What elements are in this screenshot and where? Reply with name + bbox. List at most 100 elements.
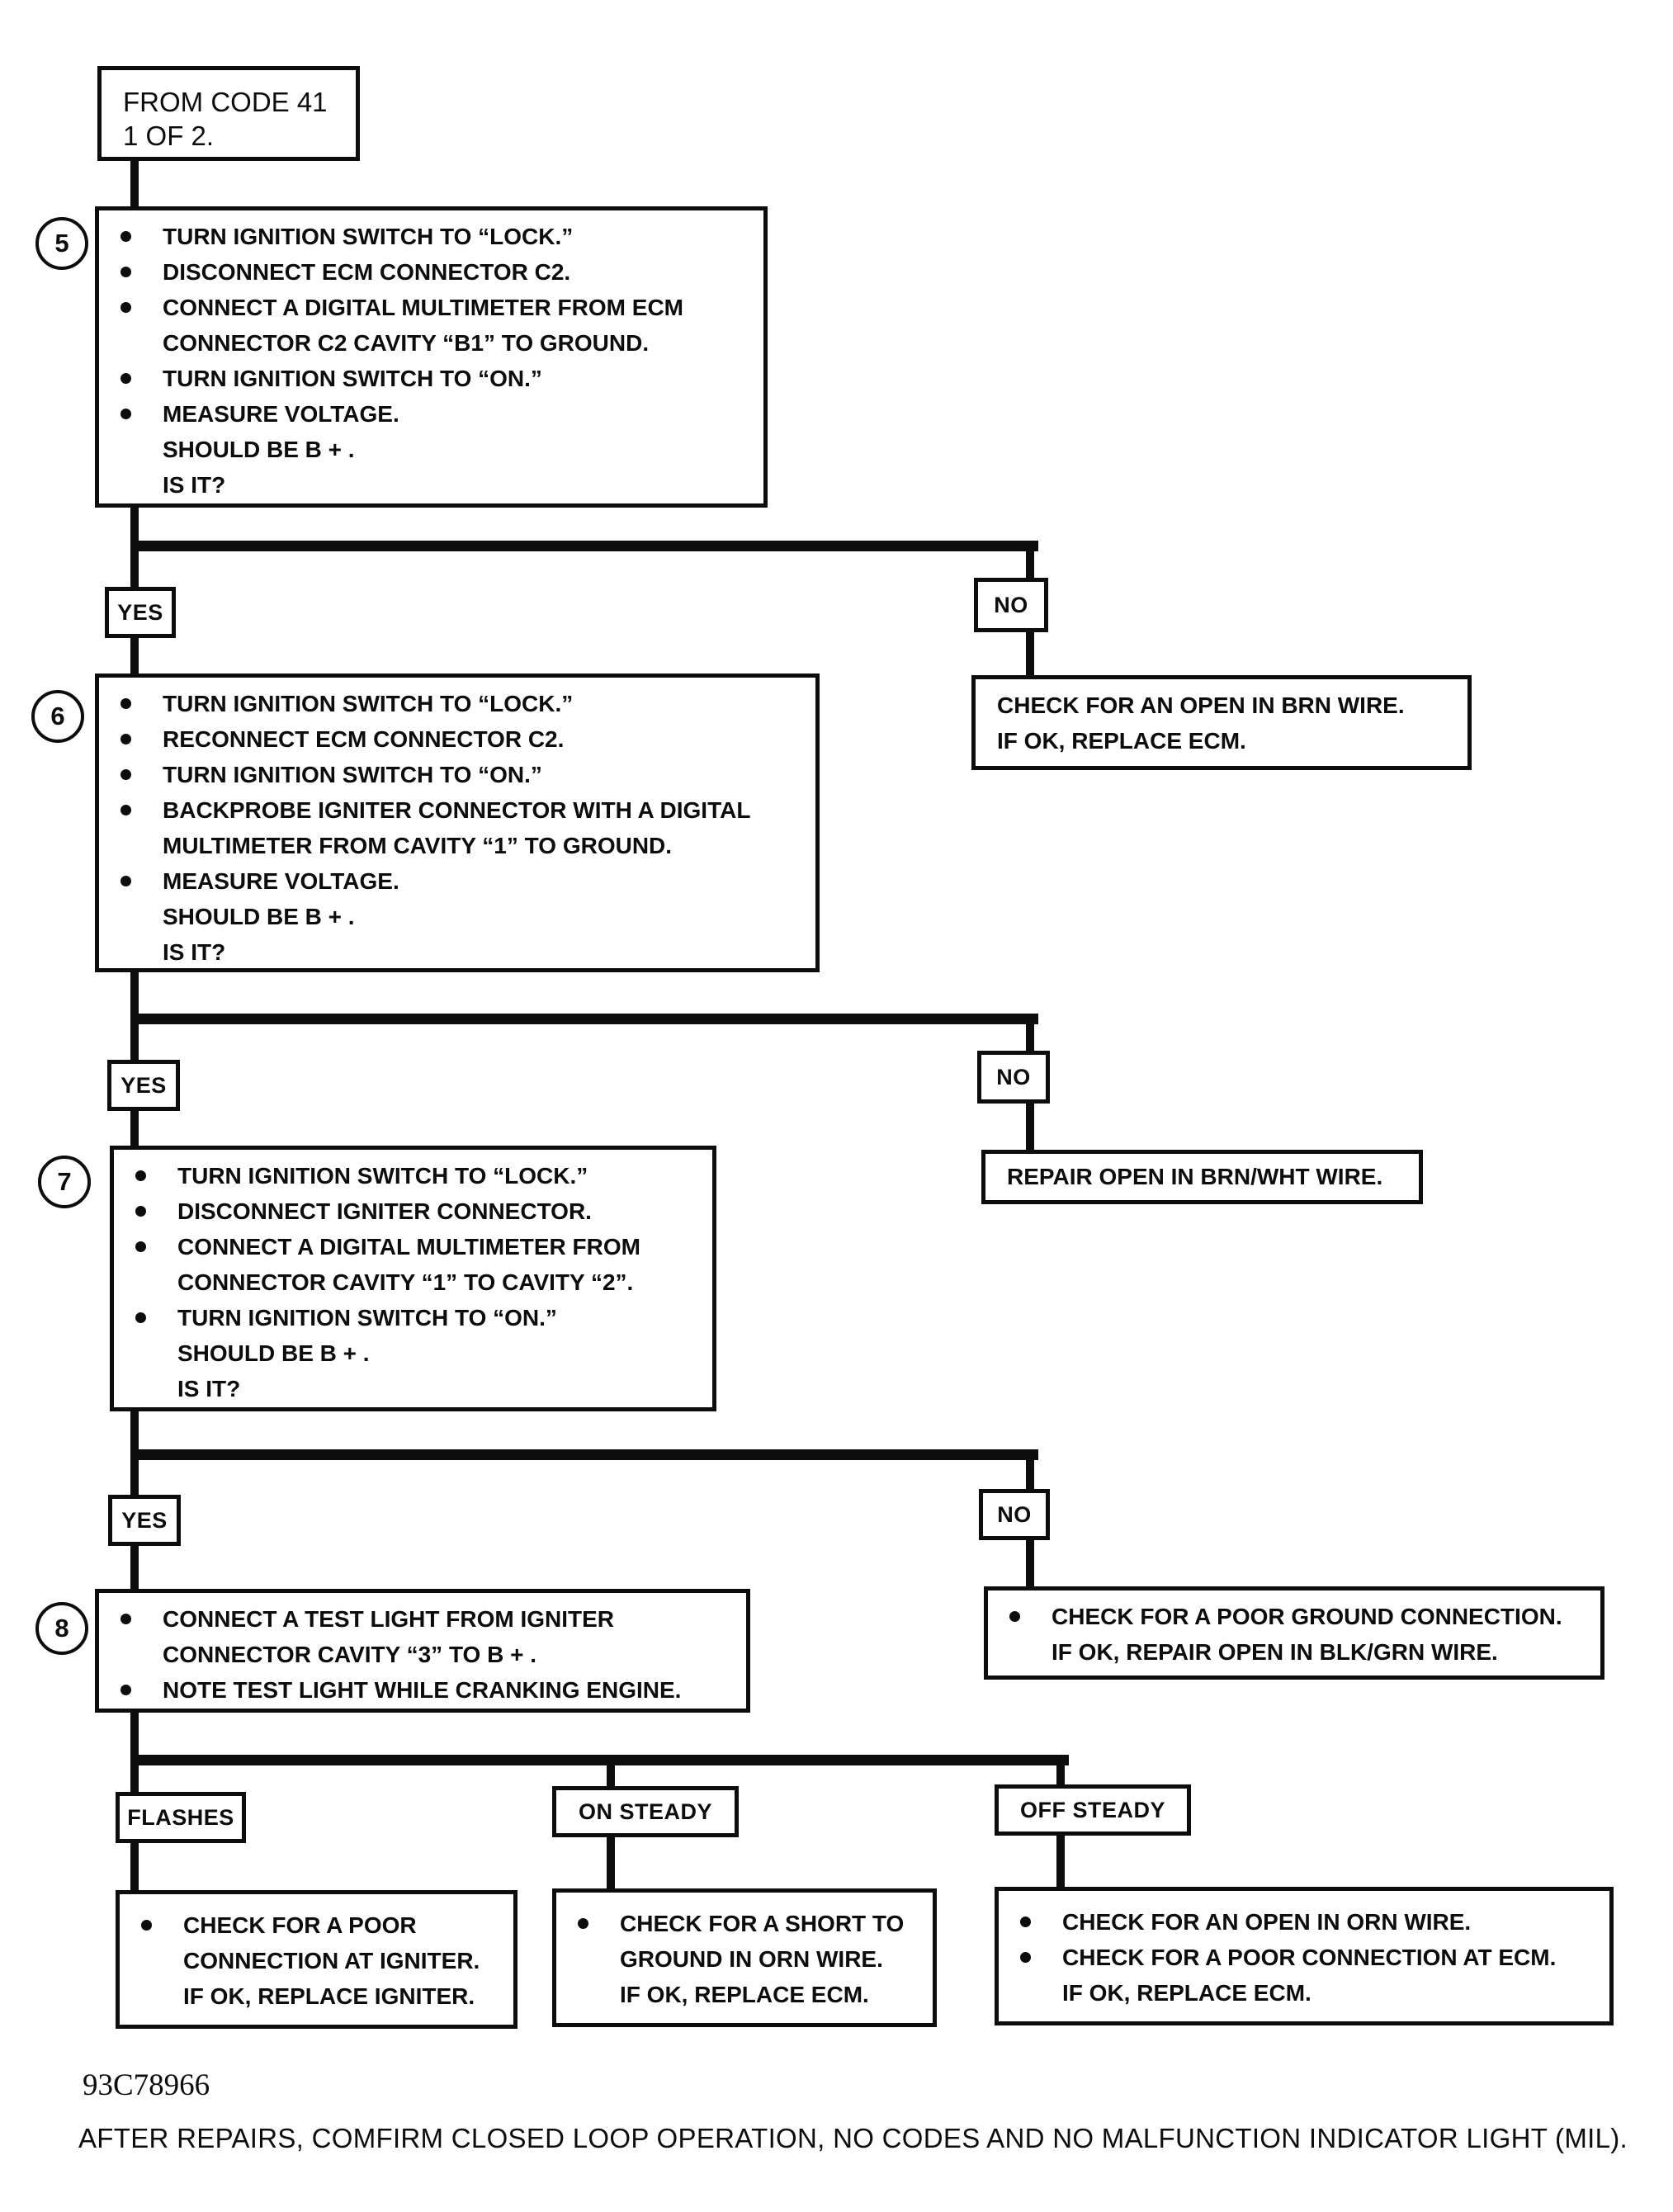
flashes-action-box: CHECK FOR A POOR CONNECTION AT IGNITER. …	[116, 1890, 517, 2029]
bullet-spacer	[121, 480, 131, 490]
no-3-action-box: CHECK FOR A POOR GROUND CONNECTION. IF O…	[984, 1586, 1604, 1680]
bullet-icon	[121, 302, 131, 313]
yes-label-1: YES	[105, 587, 176, 638]
connector-line	[1026, 1102, 1034, 1151]
step-text: CONNECT A TEST LIGHT FROM IGNITER	[163, 1606, 615, 1632]
bullet-spacer	[141, 1955, 152, 1966]
yes-text: YES	[121, 1507, 168, 1533]
step-number-label: 7	[57, 1167, 72, 1196]
step-number-7: 7	[38, 1156, 91, 1208]
bullet-spacer	[1020, 1987, 1031, 1998]
step-text: MULTIMETER FROM CAVITY “1” TO GROUND.	[163, 833, 673, 858]
start-box: FROM CODE 41 1 OF 2.	[97, 66, 360, 161]
step-text: TURN IGNITION SWITCH TO “ON.”	[177, 1305, 557, 1331]
bullet-icon	[135, 1312, 146, 1323]
action-text: IF OK, REPLACE ECM.	[620, 1982, 869, 2007]
bullet-icon	[121, 805, 131, 815]
no-2-action-box: REPAIR OPEN IN BRN/WHT WIRE.	[981, 1150, 1423, 1204]
step-8-box: CONNECT A TEST LIGHT FROM IGNITER CONNEC…	[95, 1589, 750, 1713]
connector-line	[607, 1764, 615, 1788]
step-text: TURN IGNITION SWITCH TO “ON.”	[163, 762, 542, 787]
step-text: TURN IGNITION SWITCH TO “ON.”	[163, 366, 542, 391]
start-box-line: 1 OF 2.	[123, 121, 215, 151]
bullet-spacer	[135, 1348, 146, 1359]
action-text: IF OK, REPLACE ECM.	[1062, 1980, 1311, 2006]
action-text: CHECK FOR A POOR CONNECTION AT ECM.	[1062, 1945, 1557, 1970]
flashes-label: FLASHES	[116, 1792, 246, 1843]
bullet-icon	[121, 373, 131, 384]
bullet-spacer	[121, 947, 131, 957]
action-text: REPAIR OPEN IN BRN/WHT WIRE.	[1007, 1164, 1383, 1189]
connector-line	[130, 1711, 139, 1761]
step-text: RECONNECT ECM CONNECTOR C2.	[163, 726, 565, 752]
connector-line	[130, 1458, 139, 1496]
step-text: CONNECT A DIGITAL MULTIMETER FROM ECM	[163, 295, 683, 320]
bullet-icon	[1020, 1952, 1031, 1963]
bullet-icon	[1020, 1917, 1031, 1927]
action-text: CHECK FOR AN OPEN IN BRN WIRE.	[997, 692, 1405, 718]
step-text: CONNECTOR CAVITY “3” TO B + .	[163, 1642, 537, 1667]
branch-line	[130, 1449, 1038, 1460]
branch-line	[130, 1014, 1038, 1024]
on-steady-action-box: CHECK FOR A SHORT TO GROUND IN ORN WIRE.…	[552, 1888, 937, 2027]
step-6-box: TURN IGNITION SWITCH TO “LOCK.” RECONNEC…	[95, 674, 820, 972]
step-text: SHOULD BE B + .	[163, 904, 355, 929]
on-steady-text: ON STEADY	[578, 1798, 713, 1824]
step-text: IS IT?	[163, 472, 226, 498]
connector-line	[130, 506, 139, 547]
bullet-icon	[121, 1614, 131, 1624]
step-text: TURN IGNITION SWITCH TO “LOCK.”	[163, 224, 574, 249]
bullet-spacer	[135, 1277, 146, 1288]
connector-line	[1026, 1458, 1034, 1491]
bullet-spacer	[121, 911, 131, 922]
no-text: NO	[996, 1064, 1031, 1089]
bullet-spacer	[121, 840, 131, 851]
action-text: CHECK FOR AN OPEN IN ORN WIRE.	[1062, 1909, 1472, 1935]
action-text: IF OK, REPAIR OPEN IN BLK/GRN WIRE.	[1052, 1639, 1498, 1665]
connector-line	[1056, 1764, 1065, 1786]
bullet-spacer	[578, 1989, 588, 2000]
bullet-icon	[121, 698, 131, 709]
branch-line	[130, 541, 1038, 551]
bullet-spacer	[121, 444, 131, 455]
step-text: CONNECTOR C2 CAVITY “B1” TO GROUND.	[163, 330, 650, 356]
step-text: MEASURE VOLTAGE.	[163, 401, 399, 427]
yes-text: YES	[121, 1072, 167, 1098]
step-text: DISCONNECT ECM CONNECTOR C2.	[163, 259, 571, 285]
connector-line	[130, 636, 139, 676]
step-text: DISCONNECT IGNITER CONNECTOR.	[177, 1198, 592, 1224]
step-text: MEASURE VOLTAGE.	[163, 868, 399, 894]
flashes-text: FLASHES	[127, 1804, 234, 1830]
connector-line	[130, 550, 139, 588]
yes-label-3: YES	[108, 1495, 181, 1546]
step-number-label: 8	[54, 1614, 69, 1642]
bullet-icon	[141, 1920, 152, 1931]
off-steady-action-box: CHECK FOR AN OPEN IN ORN WIRE. CHECK FOR…	[995, 1887, 1614, 2025]
step-text: TURN IGNITION SWITCH TO “LOCK.”	[163, 691, 574, 716]
bullet-icon	[135, 1206, 146, 1217]
bullet-icon	[121, 267, 131, 277]
action-text: GROUND IN ORN WIRE.	[620, 1946, 883, 1972]
step-text: NOTE TEST LIGHT WHILE CRANKING ENGINE.	[163, 1677, 682, 1703]
connector-line	[1026, 550, 1034, 579]
no-text: NO	[994, 592, 1028, 617]
action-text: IF OK, REPLACE IGNITER.	[183, 1983, 475, 2009]
no-1-action-box: CHECK FOR AN OPEN IN BRN WIRE. IF OK, RE…	[971, 675, 1472, 770]
start-box-line: FROM CODE 41	[123, 87, 328, 117]
bullet-spacer	[1009, 1647, 1020, 1657]
yes-text: YES	[117, 599, 163, 625]
connector-line	[1056, 1834, 1065, 1888]
step-number-8: 8	[35, 1602, 88, 1655]
action-text: IF OK, REPLACE ECM.	[997, 728, 1246, 754]
bullet-icon	[135, 1170, 146, 1181]
step-text: TURN IGNITION SWITCH TO “LOCK.”	[177, 1163, 588, 1189]
bullet-icon	[121, 1685, 131, 1695]
step-text: IS IT?	[163, 939, 226, 965]
off-steady-label: OFF STEADY	[995, 1784, 1191, 1836]
step-text: SHOULD BE B + .	[177, 1340, 370, 1366]
connector-line	[1026, 631, 1034, 678]
bullet-spacer	[135, 1383, 146, 1394]
connector-line	[130, 1841, 139, 1892]
step-number-6: 6	[31, 690, 84, 743]
